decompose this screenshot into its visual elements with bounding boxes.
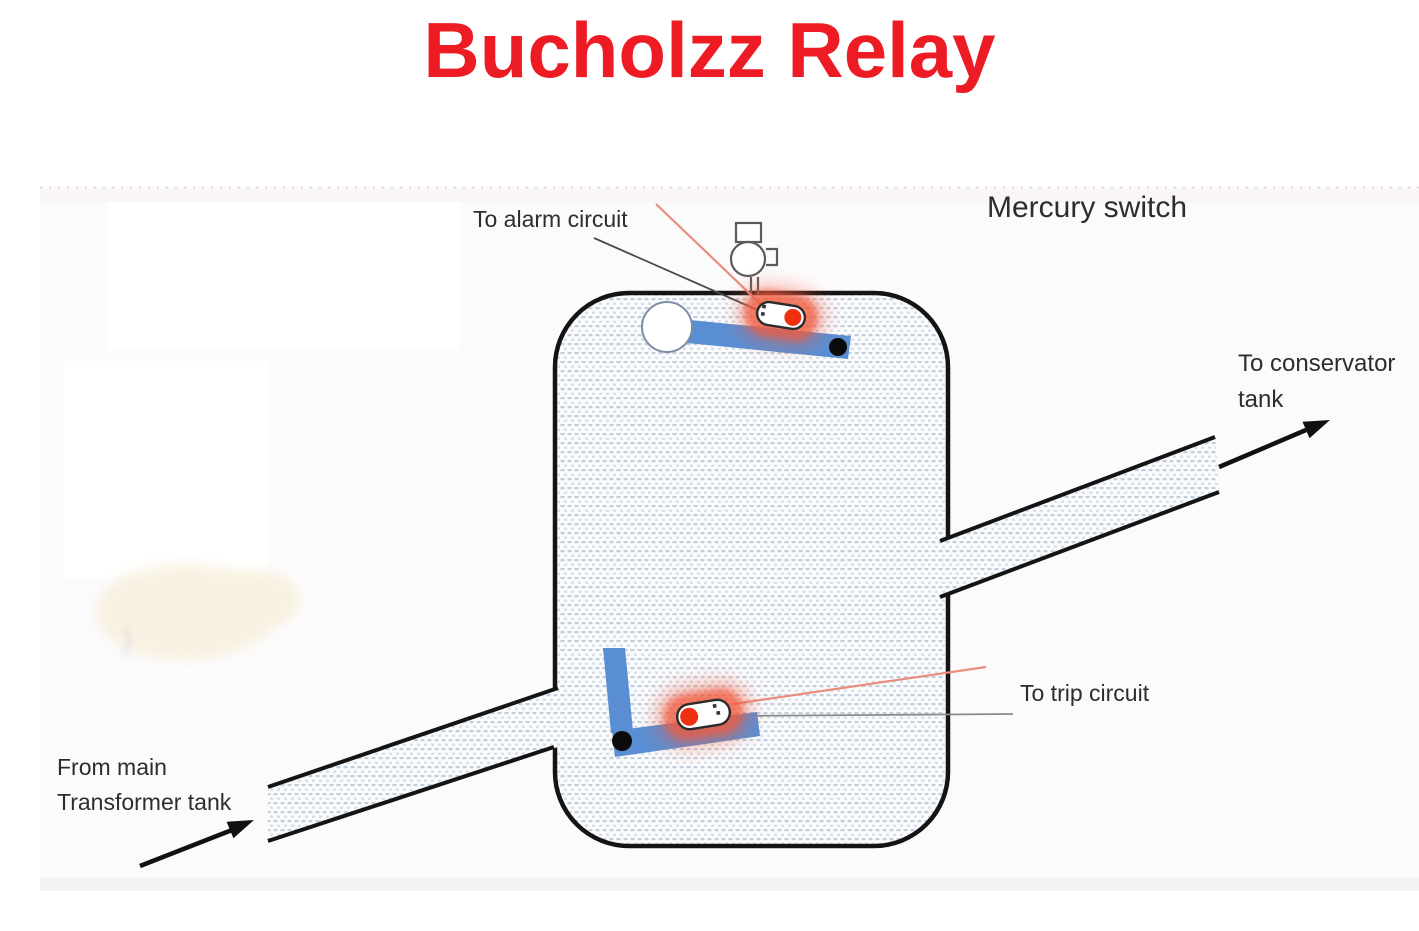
label-alarm-circuit: To alarm circuit	[473, 206, 628, 232]
label-from-main-transformer: From main Transformer tank	[57, 754, 232, 815]
white-patch-left	[63, 361, 268, 578]
inlet-pipe-bottom-wall	[267, 745, 555, 843]
conservator-pipe	[938, 435, 1220, 599]
watermark-blob	[95, 564, 300, 660]
panel-top-band	[40, 188, 1419, 203]
relay-tank-body	[552, 290, 951, 849]
label-mercury-switch: Mercury switch	[987, 191, 1188, 224]
inlet-pipe	[267, 686, 561, 843]
white-patch-top	[107, 202, 460, 350]
alarm-arm-pivot-dot	[829, 338, 847, 356]
alarm-float-assembly	[641, 282, 851, 359]
page-title: Bucholzz Relay	[423, 6, 996, 94]
mercury-switch-alarm-icon	[755, 300, 807, 331]
panel-bottom-strip	[40, 878, 1419, 891]
trip-arm-pivot-dot	[612, 731, 632, 751]
conservator-pipe-fill	[938, 438, 1219, 596]
conservator-pipe-bottom-wall	[939, 490, 1220, 599]
alarm-leader-line	[593, 237, 763, 313]
trip-leader-line	[727, 713, 1014, 717]
label-trip-circuit: To trip circuit	[1020, 680, 1150, 706]
inlet-pipe-fill	[268, 687, 561, 841]
conservator-pipe-top-wall	[939, 435, 1216, 543]
trip-arm-vertical	[603, 648, 633, 733]
float-ball-icon	[641, 301, 693, 353]
trip-float-assembly	[603, 648, 760, 757]
flow-arrow-from-transformer-icon	[139, 820, 254, 869]
mercury-switch-trip-icon	[675, 698, 732, 731]
flow-arrow-to-conservator-icon	[1218, 420, 1330, 470]
trip-wire-pink	[732, 665, 987, 706]
petcock-valve-icon	[729, 221, 779, 294]
label-conservator-tank: To conservator tank	[1238, 350, 1396, 413]
inlet-pipe-top-wall	[267, 686, 559, 789]
